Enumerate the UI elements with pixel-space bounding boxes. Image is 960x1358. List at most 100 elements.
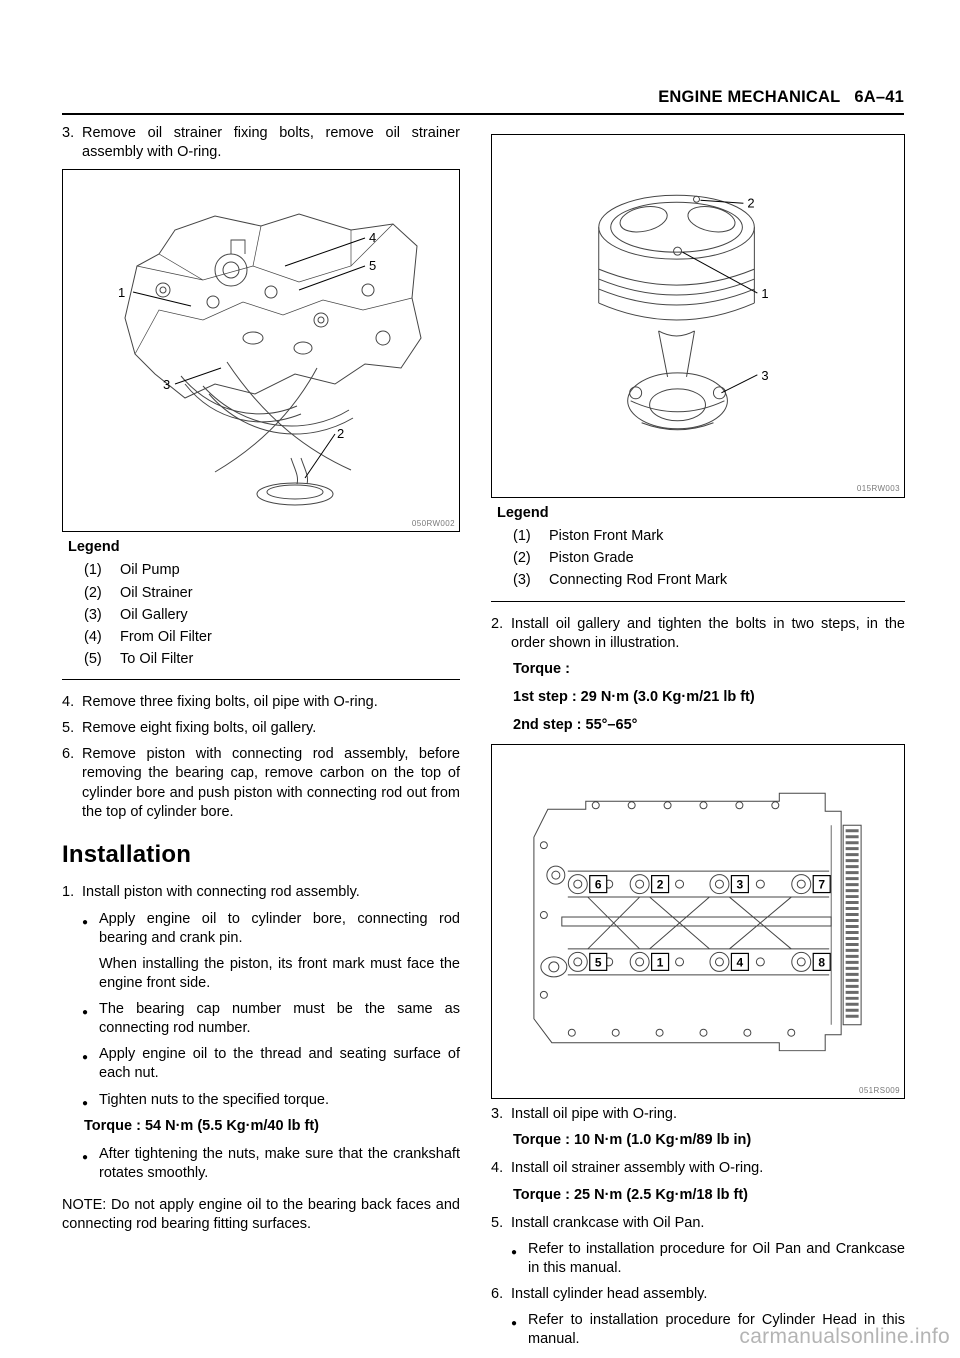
- legend-item: (5) To Oil Filter: [68, 650, 460, 669]
- bolt-number-4: 4: [737, 956, 744, 970]
- legend-item: (2) Oil Strainer: [68, 584, 460, 603]
- bullet-refer-oil-pan: Refer to installation procedure for Oil …: [491, 1240, 905, 1278]
- callout-1: 1: [761, 286, 768, 301]
- callout-4: 4: [369, 230, 376, 245]
- legend-item-label: Piston Grade: [549, 550, 634, 567]
- bullet-apply-oil: Apply engine oil to cylinder bore, conne…: [62, 910, 460, 948]
- bullet-icon: [82, 1093, 88, 1112]
- step-remove-piston: 6. Remove piston with connecting rod ass…: [62, 745, 460, 822]
- bullet-icon: [511, 1313, 517, 1332]
- figure-code: 051RS009: [858, 1085, 900, 1095]
- section-title: ENGINE MECHANICAL: [658, 88, 841, 106]
- figure-code: 050RW002: [411, 518, 455, 528]
- step-text: Remove three fixing bolts, oil pipe with…: [82, 694, 378, 710]
- legend-item: (3) Connecting Rod Front Mark: [497, 571, 905, 590]
- step-text: Remove oil strainer fixing bolts, remove…: [82, 125, 460, 161]
- legend-oil-system: Legend (1) Oil Pump (2) Oil Strainer (3)…: [68, 538, 460, 669]
- installation-heading: Installation: [62, 840, 192, 868]
- note-text: NOTE: Do not apply engine oil to the bea…: [62, 1197, 460, 1233]
- step-install-oil-strainer: 4. Install oil strainer assembly with O-…: [491, 1159, 905, 1178]
- step-install-oil-pipe: 3. Install oil pipe with O-ring.: [491, 1105, 905, 1124]
- legend-title: Legend: [68, 539, 120, 556]
- oil-gallery-illustration: 6 2 3 7 5 1 4 8: [533, 792, 862, 1052]
- torque-first-step: 1st step : 29 N·m (3.0 Kg·m/21 lb ft): [513, 688, 755, 705]
- step-text: Install crankcase with Oil Pan.: [511, 1214, 705, 1231]
- watermark: carmanualsonline.info: [739, 1325, 950, 1348]
- legend-item: (2) Piston Grade: [497, 549, 905, 568]
- step-text: Remove piston with connecting rod assemb…: [82, 746, 460, 820]
- bolt-number-8: 8: [818, 956, 825, 970]
- step-text: Remove eight fixing bolts, oil gallery.: [82, 720, 317, 737]
- step-install-cylinder-head: 6. Install cylinder head assembly.: [491, 1285, 905, 1304]
- torque-spec-oil-strainer: Torque : 25 N·m (2.5 Kg·m/18 lb ft): [513, 1186, 748, 1203]
- legend-item: (3) Oil Gallery: [68, 606, 460, 625]
- figure-code: 015RW003: [856, 484, 900, 494]
- legend-item-label: To Oil Filter: [120, 650, 194, 667]
- bullet-text: After tightening the nuts, make sure tha…: [99, 1145, 460, 1181]
- legend-item-label: Oil Pump: [120, 562, 180, 579]
- step-number: 5.: [491, 1214, 504, 1231]
- page-header: ENGINE MECHANICAL 6A–41: [62, 88, 904, 107]
- bolt-number-6: 6: [595, 878, 602, 892]
- bullet-bearing-cap: The bearing cap number must be the same …: [62, 1000, 460, 1038]
- step-number: 3.: [491, 1106, 504, 1123]
- bullet-apply-oil-thread: Apply engine oil to the thread and seati…: [62, 1045, 460, 1083]
- callout-1: 1: [118, 285, 125, 300]
- step-number: 5.: [62, 720, 75, 737]
- torque-label: Torque :: [513, 660, 570, 677]
- bolt-number-3: 3: [737, 878, 744, 892]
- bullet-icon: [511, 1242, 517, 1261]
- bolt-number-5: 5: [595, 956, 602, 970]
- legend-item-number: (1): [84, 562, 102, 579]
- legend-item: (1) Oil Pump: [68, 561, 460, 580]
- piston-illustration: 2 1 3: [598, 194, 769, 431]
- oil-strainer-illustration: 1 4 5 3 2: [118, 213, 422, 506]
- step-text: Install cylinder head assembly.: [511, 1286, 708, 1302]
- step-install-crankcase: 5. Install crankcase with Oil Pan.: [491, 1214, 905, 1233]
- bullet-icon: [82, 1002, 88, 1021]
- bullet-icon: [82, 1047, 88, 1066]
- legend-item-label: Piston Front Mark: [549, 528, 664, 545]
- header-rule: [62, 113, 904, 115]
- bullet-crankshaft-rotate: After tightening the nuts, make sure tha…: [62, 1145, 460, 1183]
- legend-item-number: (3): [513, 572, 531, 589]
- callout-2: 2: [747, 195, 754, 210]
- step-number: 6.: [491, 1286, 504, 1302]
- legend-item-number: (2): [513, 550, 531, 567]
- figure-oil-strainer: 1 4 5 3 2 050RW002: [62, 169, 460, 533]
- legend-item-number: (5): [84, 650, 102, 667]
- step-number: 4.: [62, 694, 75, 710]
- legend-item: (4) From Oil Filter: [68, 628, 460, 647]
- step-text: Install oil pipe with O-ring.: [511, 1106, 678, 1123]
- step-remove-oil-gallery: 5. Remove eight fixing bolts, oil galler…: [62, 719, 460, 738]
- callout-2: 2: [337, 426, 344, 441]
- legend-item-number: (3): [84, 606, 102, 623]
- bullet-refer-cylinder-head: Refer to installation procedure for Cyli…: [491, 1311, 905, 1349]
- legend-item-label: From Oil Filter: [120, 628, 212, 645]
- bullet-tighten-nuts: Tighten nuts to the specified torque.: [62, 1091, 460, 1110]
- legend-item-label: Oil Strainer: [120, 584, 193, 601]
- callout-3: 3: [163, 377, 170, 392]
- bolt-number-1: 1: [657, 956, 664, 970]
- figure-oil-gallery: 6 2 3 7 5 1 4 8 051RS009: [491, 744, 905, 1100]
- callout-3: 3: [761, 368, 768, 383]
- legend-item-number: (2): [84, 584, 102, 601]
- step-remove-oil-strainer: 3. Remove oil strainer fixing bolts, rem…: [62, 124, 460, 162]
- bullet-text: Refer to installation procedure for Oil …: [528, 1240, 905, 1276]
- legend-item-number: (4): [84, 628, 102, 645]
- left-column: 3. Remove oil strainer fixing bolts, rem…: [62, 124, 460, 1234]
- step-number: 1.: [62, 884, 75, 901]
- step-number: 2.: [491, 615, 504, 632]
- separator: [62, 679, 460, 680]
- legend-item-label: Oil Gallery: [120, 606, 188, 623]
- page-number: 6A–41: [854, 88, 904, 106]
- bolt-number-2: 2: [657, 878, 664, 892]
- bullet-text: The bearing cap number must be the same …: [99, 1001, 460, 1037]
- bullet-text: Apply engine oil to the thread and seati…: [99, 1046, 460, 1082]
- step-install-oil-gallery: 2. Install oil gallery and tighten the b…: [491, 615, 905, 653]
- step-install-piston: 1. Install piston with connecting rod as…: [62, 883, 460, 902]
- bullet-subnote: When installing the piston, its front ma…: [99, 955, 460, 991]
- bullet-text: Apply engine oil to cylinder bore, conne…: [99, 910, 460, 946]
- legend-item-label: Connecting Rod Front Mark: [549, 572, 728, 589]
